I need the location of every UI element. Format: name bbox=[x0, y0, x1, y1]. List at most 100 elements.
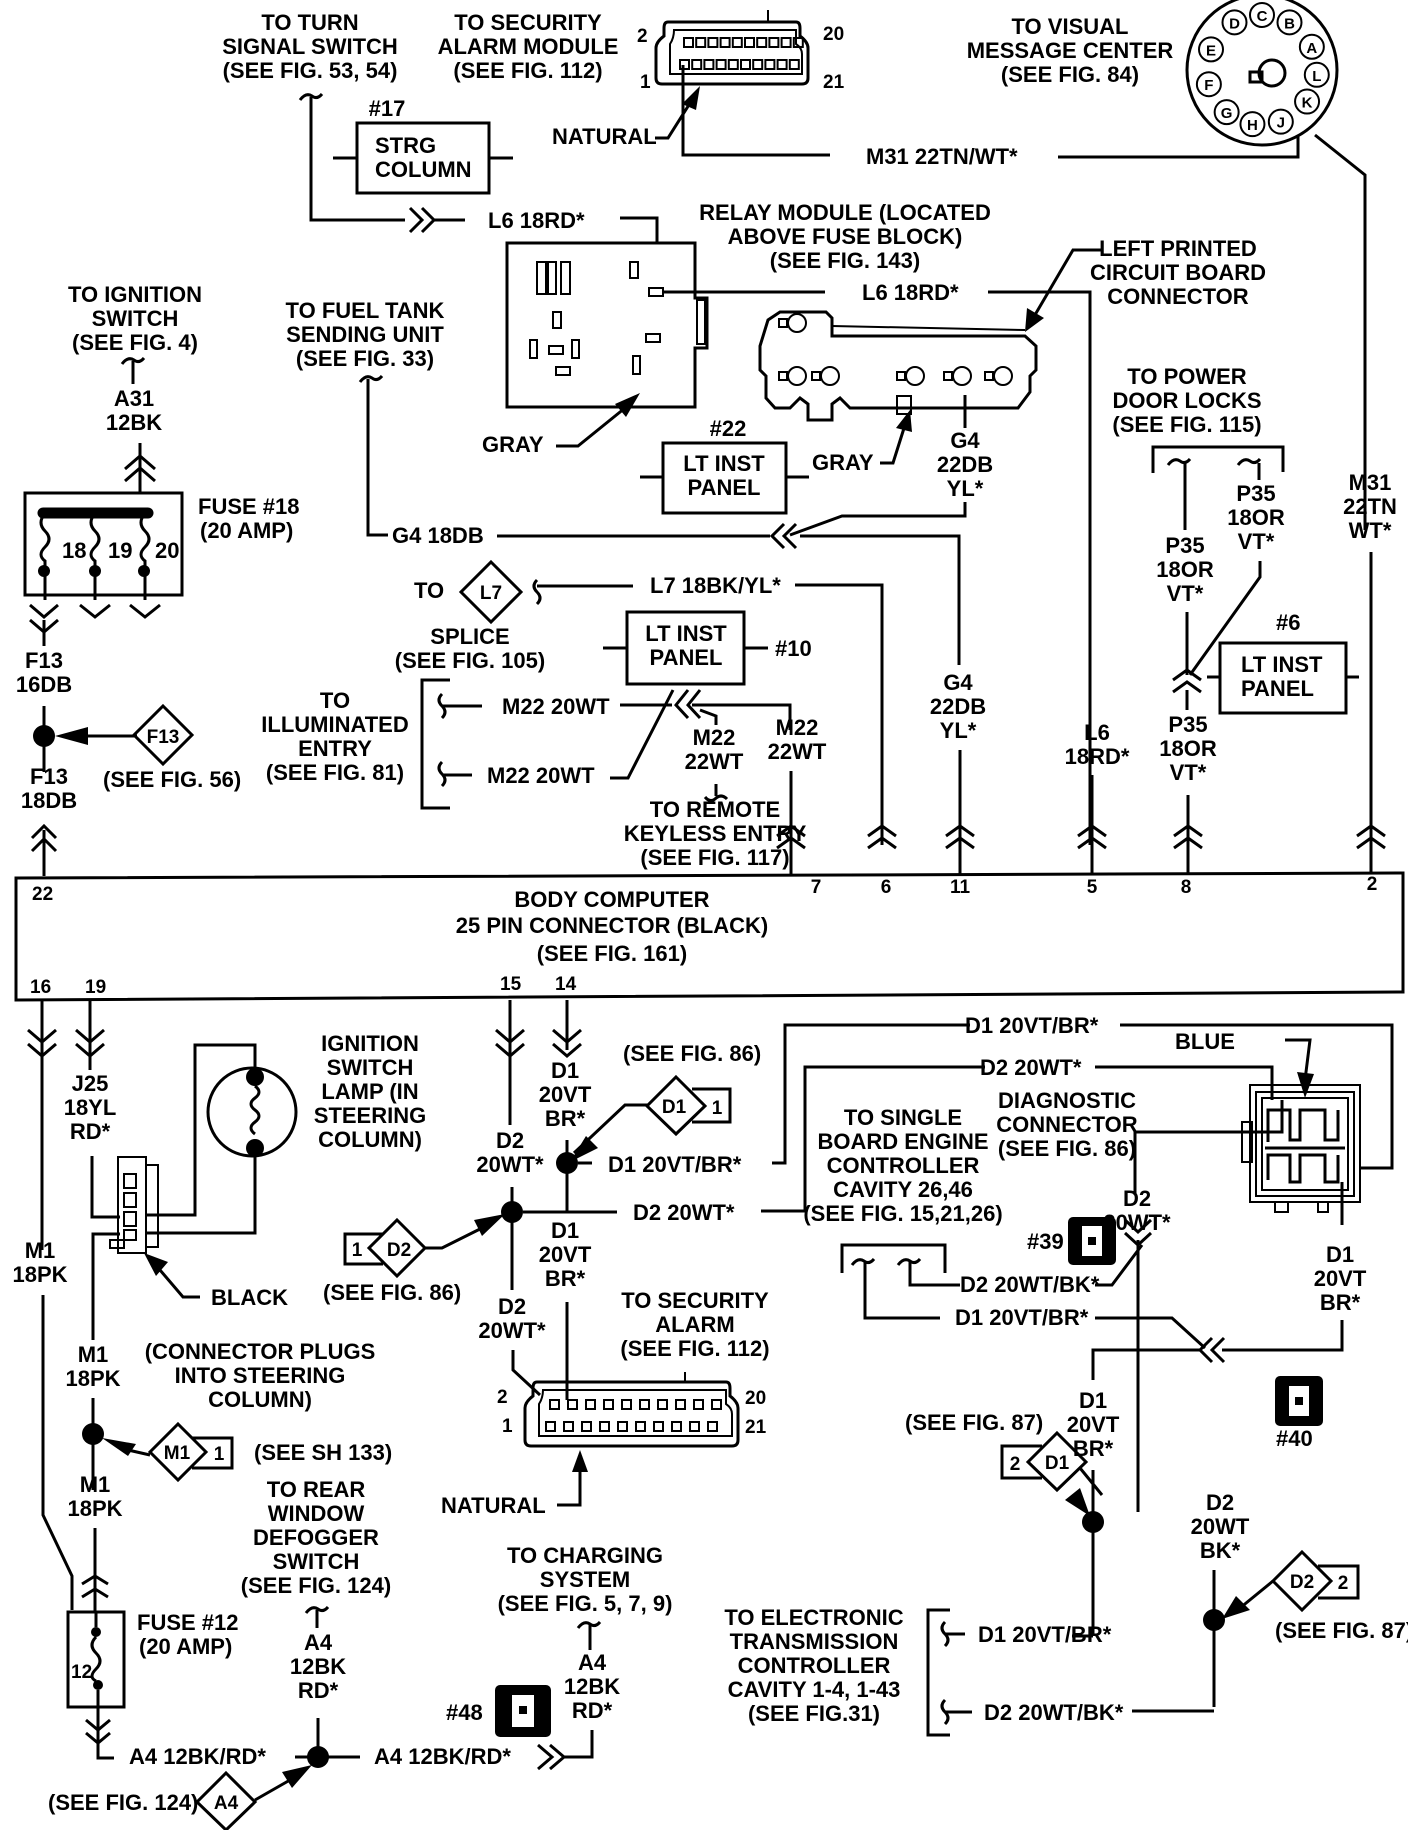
arrow-icon bbox=[102, 1438, 136, 1456]
wire-d1-br-sbec bbox=[863, 1262, 940, 1320]
pcb-terminal bbox=[952, 366, 972, 386]
d1-v1-label-2: 20VT bbox=[539, 1082, 592, 1107]
vmc-pin-label: J bbox=[1277, 115, 1285, 132]
vmc-pin-label: B bbox=[1284, 15, 1295, 32]
d2-splice-label: D2 bbox=[387, 1240, 411, 1261]
inst22-number: #22 bbox=[710, 416, 747, 441]
fuel-tank-group: TO FUEL TANK SENDING UNIT (SEE FIG. 33) … bbox=[286, 298, 798, 550]
relay-label-1: RELAY MODULE (LOCATED bbox=[699, 200, 991, 225]
sec-alarm-label-1: TO SECURITY bbox=[621, 1288, 769, 1313]
ground-40-icon bbox=[1275, 1376, 1323, 1426]
rke-label-3: (SEE FIG. 117) bbox=[640, 845, 789, 870]
connector-stub-icon bbox=[298, 92, 324, 101]
connector-stub-icon bbox=[576, 1620, 602, 1629]
sec-module-label-1: TO SECURITY bbox=[454, 10, 602, 35]
connector-pin bbox=[599, 1421, 610, 1432]
inline-connector-icon bbox=[1197, 1336, 1226, 1364]
etc-label-4: CAVITY 1-4, 1-43 bbox=[728, 1677, 901, 1702]
pin-label: 21 bbox=[745, 1417, 767, 1438]
wire-label-l6-b: L6 18RD* bbox=[862, 280, 959, 305]
pin-22-label: 22 bbox=[32, 884, 53, 905]
relay-pin bbox=[629, 261, 639, 279]
lower-left-group: M1 18PK J25 18YL RD* IGNITION SWITCH LAM… bbox=[12, 1000, 672, 1830]
m31-pin2-label-3: WT* bbox=[1349, 518, 1392, 543]
lt-inst-panel-22: #22 LT INST PANEL bbox=[640, 416, 809, 515]
fuse-terminal bbox=[138, 565, 150, 577]
p35-a-label-2: 18OR bbox=[1156, 557, 1214, 582]
inst6-label-2: PANEL bbox=[1241, 676, 1314, 701]
diag-side-tab bbox=[1241, 1121, 1253, 1163]
arrow-icon bbox=[682, 86, 700, 110]
wire-p35-b bbox=[1188, 561, 1262, 676]
ground-pin bbox=[519, 1706, 527, 1714]
door-locks-label-3: (SEE FIG. 115) bbox=[1112, 412, 1261, 437]
p35-a-label-3: VT* bbox=[1167, 581, 1204, 606]
sbec-label-2: BOARD ENGINE bbox=[817, 1129, 988, 1154]
wire-d1-to-diag bbox=[772, 1023, 970, 1165]
wire bbox=[1239, 1579, 1274, 1610]
lamp-filament-icon bbox=[249, 1084, 261, 1136]
vmc-label-2: MESSAGE CENTER bbox=[967, 38, 1174, 63]
pcb-terminal bbox=[820, 366, 840, 386]
connector-pin bbox=[675, 1399, 686, 1410]
splice-dot bbox=[556, 1152, 578, 1174]
pin-15-label: 15 bbox=[500, 974, 522, 995]
connector-pin bbox=[744, 37, 755, 48]
d2-v-label-1: D2 bbox=[1206, 1490, 1234, 1515]
wire-label-l7: L7 18BK/YL* bbox=[650, 573, 781, 598]
connector-stub-icon bbox=[850, 1257, 876, 1266]
defogger-label-2: WINDOW bbox=[268, 1501, 365, 1526]
illum-label-3: ENTRY bbox=[298, 736, 372, 761]
l7-m22-group: TO L7 L7 18BK/YL* SPLICE (SEE FIG. 105) … bbox=[261, 534, 986, 876]
vmc-pin bbox=[1249, 2, 1275, 28]
splice-tag bbox=[192, 1436, 234, 1470]
wire-d1-diag-top bbox=[1120, 1023, 1394, 1170]
pin-8-label: 8 bbox=[1181, 877, 1192, 898]
diag-terminal-bot bbox=[1266, 1153, 1340, 1184]
connector-pin bbox=[617, 1421, 628, 1432]
vmc-pin bbox=[1298, 33, 1325, 60]
d2-v1-label-1: D2 bbox=[496, 1128, 524, 1153]
wire-g4-fuel bbox=[366, 379, 388, 537]
d1-splice-diamond bbox=[644, 1074, 708, 1137]
diag-feet bbox=[1274, 1202, 1329, 1213]
pcb-terminal bbox=[993, 366, 1013, 386]
door-locks-label-1: TO POWER bbox=[1127, 364, 1246, 389]
d1-splice-num: 1 bbox=[712, 1098, 723, 1119]
ignition-label-2: SWITCH bbox=[92, 306, 179, 331]
door-locks-bracket bbox=[1151, 445, 1285, 473]
f13-top-label-2: 16DB bbox=[16, 672, 72, 697]
sbec-label-5: (SEE FIG. 15,21,26) bbox=[803, 1201, 1002, 1226]
pin-16-label: 16 bbox=[30, 977, 51, 998]
illum-bracket bbox=[420, 678, 450, 810]
relay-label-2: ABOVE FUSE BLOCK) bbox=[728, 224, 963, 249]
wire-m31 bbox=[681, 65, 830, 157]
security-alarm-connector-bottom: 2 1 20 21 bbox=[497, 1372, 767, 1448]
a31-label-1: A31 bbox=[114, 386, 154, 411]
wire bbox=[511, 1350, 542, 1397]
arrow-icon bbox=[55, 727, 88, 745]
relay-pin bbox=[529, 339, 538, 359]
defogger-label-5: (SEE FIG. 124) bbox=[241, 1573, 391, 1598]
sec-pins-row bbox=[545, 1399, 722, 1432]
connector-pin bbox=[563, 1421, 574, 1432]
m22-c-label-2: 22WT bbox=[685, 749, 744, 774]
strg-column: #17 STRG COLUMN bbox=[333, 96, 513, 195]
wire bbox=[572, 1103, 648, 1155]
pin-5-label: 5 bbox=[1087, 877, 1098, 898]
connector-pin bbox=[689, 1421, 700, 1432]
d1-ref: (SEE FIG. 86) bbox=[623, 1041, 761, 1066]
wire-label-d2-bk: D2 20WT/BK* bbox=[960, 1272, 1100, 1297]
illum-label-1: TO bbox=[320, 688, 350, 713]
pcb-terminal-tab bbox=[811, 371, 821, 381]
inline-connector-icon bbox=[81, 1574, 109, 1599]
black-label: BLACK bbox=[211, 1285, 288, 1310]
wire-label-a4-h2: A4 12BK/RD* bbox=[374, 1744, 511, 1769]
splice-dot bbox=[33, 725, 55, 747]
connector-stub-icon bbox=[120, 356, 146, 365]
a31-label-2: 12BK bbox=[106, 410, 162, 435]
wire-m1-long bbox=[41, 1295, 74, 1610]
pin-label: 20 bbox=[823, 24, 844, 45]
vmc-pin bbox=[1198, 36, 1225, 63]
